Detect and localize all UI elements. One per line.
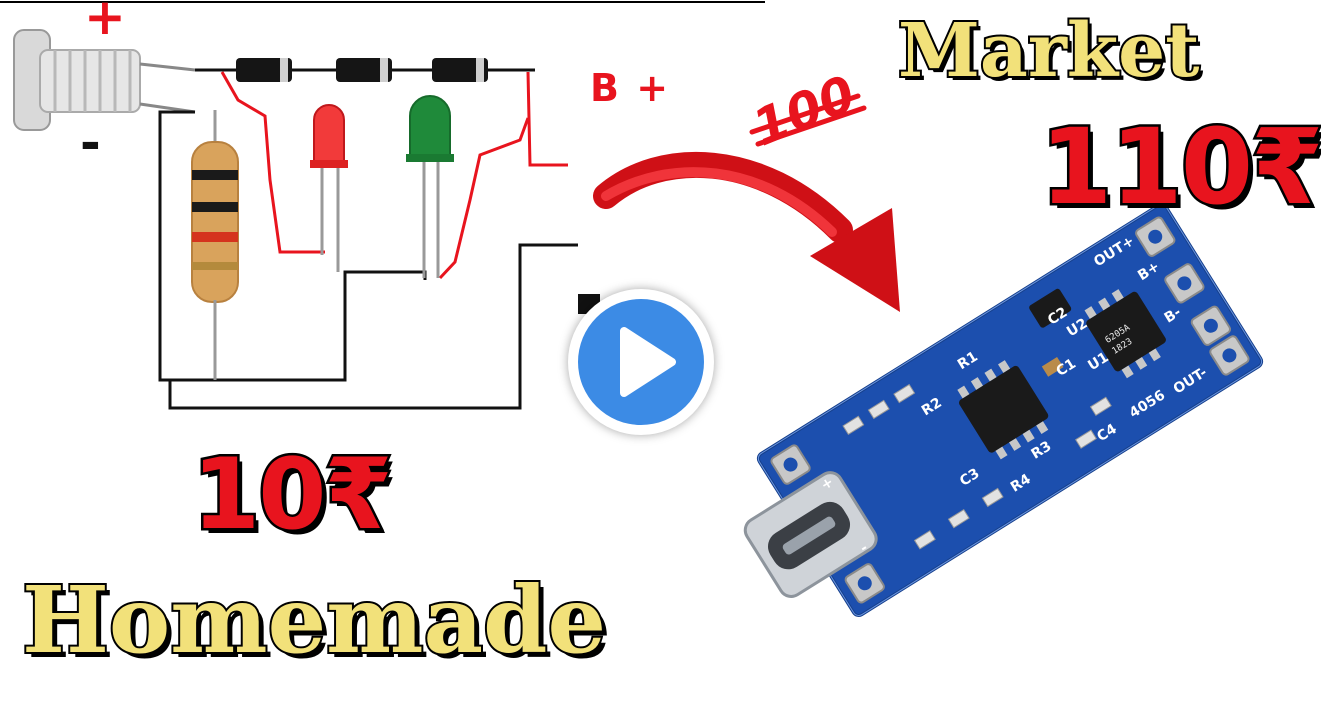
charging-module-board: + - R1 R2 R3 R4 C1 C2 C3 C4 U1 U2 OUT+ B… xyxy=(743,203,1264,617)
homemade-title: Homemade xyxy=(20,564,608,676)
diodes xyxy=(236,58,488,82)
homemade-price: 10₹ xyxy=(190,436,396,555)
red-wires xyxy=(220,71,568,280)
hundred-points-emoji xyxy=(749,93,867,147)
play-icon[interactable] xyxy=(568,289,714,435)
play-button[interactable] xyxy=(568,289,714,435)
resistor xyxy=(191,110,239,380)
negative-terminal-label: - xyxy=(80,114,101,172)
video-thumbnail: + - R1 R2 R3 R4 C1 C2 C3 C4 U1 U2 OUT+ B… xyxy=(0,0,1321,676)
curved-arrow-icon xyxy=(593,151,900,312)
positive-terminal-label: + xyxy=(84,0,126,46)
battery-plus-label: B + xyxy=(590,66,671,110)
circuit-illustration: + - R1 R2 R3 R4 C1 C2 C3 C4 U1 U2 OUT+ B… xyxy=(0,1,1264,617)
red-led xyxy=(310,104,348,272)
svg-text:B-: B- xyxy=(1162,304,1185,326)
dc-jack xyxy=(13,29,196,131)
market-title: Market xyxy=(896,6,1201,96)
green-led xyxy=(406,95,454,278)
market-price: 110₹ xyxy=(1037,104,1321,231)
